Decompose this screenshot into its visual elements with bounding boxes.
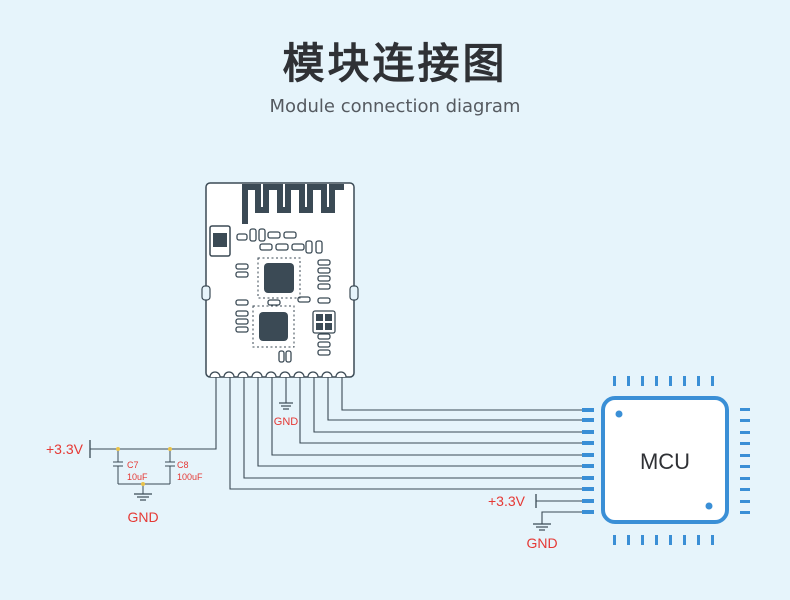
- ipex-connector-icon: [209, 225, 231, 257]
- wireless-module: [201, 182, 359, 378]
- page-subtitle: Module connection diagram: [269, 96, 521, 117]
- c7-ref: C7: [127, 460, 139, 470]
- page-title: 模块连接图: [282, 39, 508, 88]
- capacitor-c8-icon: [165, 461, 175, 467]
- pcb-antenna-icon: [242, 184, 344, 224]
- left-power: +3.3V C7 10uF C8 100uF: [46, 440, 203, 525]
- mcu-label: MCU: [640, 449, 690, 474]
- module-pins: [209, 371, 347, 378]
- left-vcc-label: +3.3V: [46, 441, 84, 457]
- left-ground-icon: [134, 493, 152, 501]
- right-ground-icon: [533, 523, 551, 531]
- main-chip-icon: [257, 257, 301, 299]
- c8-value: 100uF: [177, 472, 203, 482]
- right-gnd-label: GND: [526, 535, 557, 551]
- mcu-chip: MCU: [582, 376, 750, 545]
- secondary-chip-icon: [252, 305, 295, 348]
- c7-value: 10uF: [127, 472, 148, 482]
- module-gnd-label: GND: [274, 416, 299, 428]
- right-vcc-label: +3.3V: [488, 493, 526, 509]
- crystal-icon: [312, 310, 336, 334]
- c8-ref: C8: [177, 460, 189, 470]
- module-ground-icon: [279, 402, 293, 410]
- signal-wires: [90, 377, 586, 524]
- left-gnd-label: GND: [127, 509, 158, 525]
- capacitor-c7-icon: [113, 461, 123, 467]
